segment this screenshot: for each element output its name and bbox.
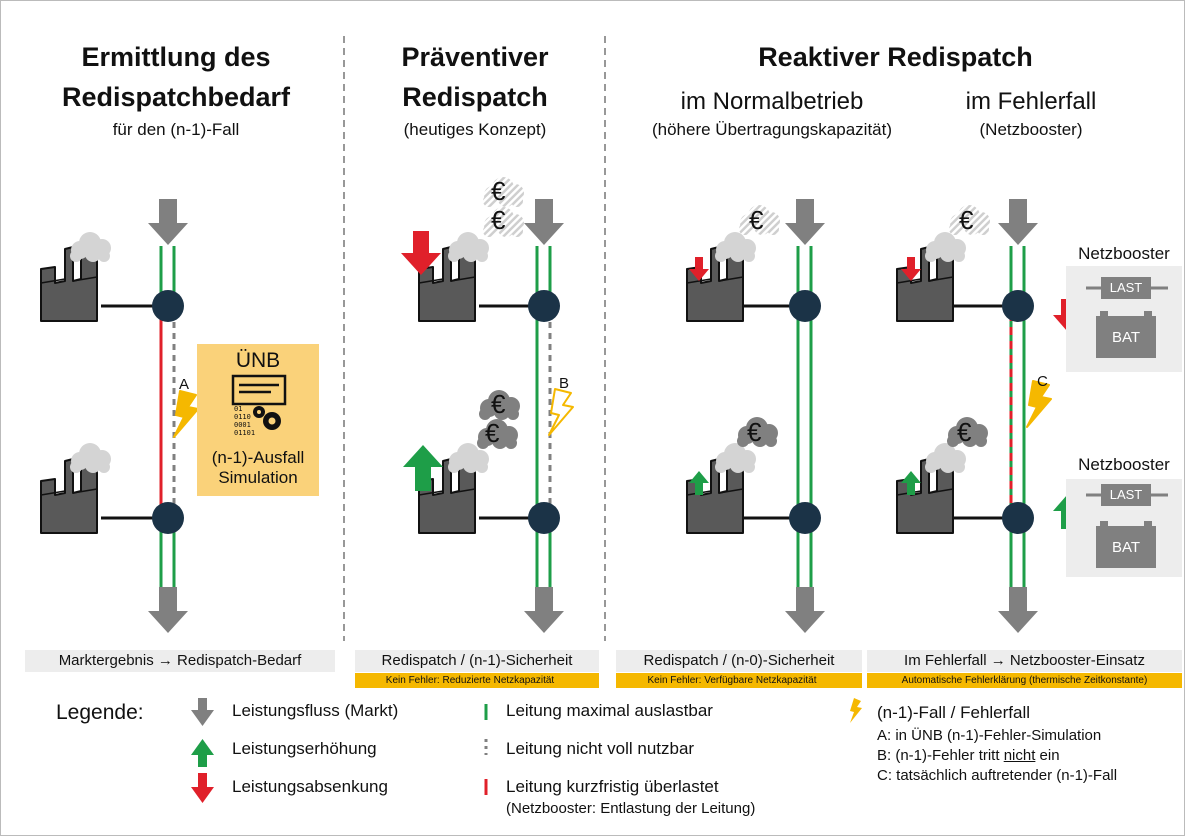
legend-increase: Leistungserhöhung	[232, 739, 377, 758]
decrease-arrow-icon	[401, 231, 441, 275]
increase-arrow-small-icon	[901, 471, 921, 495]
section3-right-diagram	[896, 199, 1182, 633]
euro-symbol: €	[491, 176, 506, 206]
smoke-cloud-icon	[925, 232, 966, 262]
section3-left-title: im Normalbetrieb	[680, 88, 864, 115]
load-symbol-icon	[1086, 484, 1168, 506]
legend-flow-arrow-icon	[191, 698, 214, 726]
euro-symbol: €	[959, 205, 974, 235]
battery-icon	[1096, 521, 1156, 568]
euro-symbol: €	[749, 205, 764, 235]
section3-left-note: Kein Fehler: Verfügbare Netzkapazität	[616, 673, 862, 688]
grid-node	[789, 290, 821, 322]
section1-title-line1: Ermittlung des	[81, 42, 271, 72]
bat-label: BAT	[1111, 329, 1141, 346]
increase-arrow-icon	[403, 445, 443, 491]
grid-node	[1002, 290, 1034, 322]
battery-icon	[1096, 311, 1156, 358]
legend-icons	[191, 698, 862, 803]
section1-subtitle: für den (n-1)-Fall	[112, 120, 240, 139]
legend-fault-title: (n-1)-Fall / Fehlerfall	[877, 703, 1031, 722]
euro-symbol: €	[747, 417, 762, 447]
load-symbol-icon	[1086, 277, 1168, 299]
binary-code-text: 01 0110 0001 01101	[234, 405, 256, 437]
flow-arrow-bottom	[524, 587, 564, 633]
euro-symbol: €	[491, 205, 506, 235]
section2-subtitle: (heutiges Konzept)	[403, 120, 547, 139]
section2-footer: Redispatch / (n-1)-Sicherheit	[355, 650, 599, 672]
legend-fault-b: B: (n-1)-Fehler tritt nicht ein	[877, 747, 1060, 764]
section3-left-footer: Redispatch / (n-0)-Sicherheit	[616, 650, 862, 672]
decrease-arrow-small-icon	[901, 257, 921, 281]
grid-node	[528, 290, 560, 322]
fault-label-b: B	[559, 375, 570, 392]
legend-line-overload: Leitung kurzfristig überlastet	[506, 777, 719, 796]
legend-line-overload-note: (Netzbooster: Entlastung der Leitung)	[506, 800, 756, 817]
section2-note: Kein Fehler: Reduzierte Netzkapazität	[355, 673, 599, 688]
section3-left-subtitle: (höhere Übertragungskapazität)	[651, 120, 893, 139]
uenb-title: ÜNB	[235, 349, 281, 372]
smoke-cloud-icon	[715, 232, 756, 262]
grid-node	[1002, 502, 1034, 534]
smoke-cloud-icon	[448, 232, 489, 262]
section1-diagram	[40, 199, 319, 633]
grid-node	[152, 502, 184, 534]
legend-increase-arrow-icon	[191, 739, 214, 767]
smoke-cloud-icon	[70, 443, 111, 473]
legend-decrease-arrow-icon	[191, 773, 214, 803]
flow-arrow-top	[524, 199, 564, 245]
flow-arrow-top	[998, 199, 1038, 245]
simulation-software-icon	[231, 374, 287, 430]
section3-title: Reaktiver Redispatch	[758, 42, 1033, 72]
legend-line-partial: Leitung nicht voll nutzbar	[506, 739, 695, 758]
legend-decrease: Leistungsabsenkung	[232, 777, 388, 796]
section3-right-footer: Im Fehlerfall → Netzbooster-Einsatz	[867, 650, 1182, 672]
increase-arrow-small-icon	[689, 471, 709, 495]
decrease-arrow-small-icon	[689, 257, 709, 281]
flow-arrow-bottom	[998, 587, 1038, 633]
grid-node	[789, 502, 821, 534]
fault-bolt-icon	[173, 390, 199, 438]
bat-label: BAT	[1111, 539, 1141, 556]
euro-symbol: €	[485, 418, 500, 448]
legend-line-max: Leitung maximal auslastbar	[506, 701, 713, 720]
uenb-label-line2: Simulation	[218, 468, 298, 487]
last-label: LAST	[1109, 280, 1143, 295]
legend-title: Legende:	[56, 701, 144, 724]
grid-node	[528, 502, 560, 534]
section1-footer: Marktergebnis → Redispatch-Bedarf	[25, 650, 335, 672]
fault-bolt-outline-icon	[548, 388, 574, 436]
euro-symbol: €	[957, 417, 972, 447]
section3-right-note: Automatische Fehlerklärung (thermische Z…	[867, 673, 1182, 688]
section3-right-subtitle: (Netzbooster)	[979, 120, 1083, 139]
section3-right-title: im Fehlerfall	[965, 88, 1097, 115]
legend-flow: Leistungsfluss (Markt)	[232, 701, 399, 720]
grid-node	[152, 290, 184, 322]
legend-fault-c: C: tatsächlich auftretender (n-1)-Fall	[877, 767, 1118, 784]
flow-arrow-top	[148, 199, 188, 245]
legend-fault-bolt-icon	[850, 698, 862, 723]
fault-label-a: A	[179, 376, 190, 393]
legend-fault-a: A: in ÜNB (n-1)-Fehler-Simulation	[877, 727, 1102, 744]
section2-diagram	[401, 177, 574, 633]
section1-title-line2: Redispatchbedarf	[61, 82, 291, 112]
section2-title-line1: Präventiver	[401, 42, 549, 72]
flow-arrow-bottom	[785, 587, 825, 633]
flow-arrow-bottom	[148, 587, 188, 633]
last-label: LAST	[1109, 487, 1143, 502]
netzbooster-label-top: Netzbooster	[1078, 244, 1170, 263]
uenb-box	[197, 344, 319, 496]
smoke-cloud-icon	[70, 232, 111, 262]
netzbooster-label-bottom: Netzbooster	[1078, 455, 1170, 474]
section2-title-line2: Redispatch	[402, 82, 548, 112]
euro-symbol: €	[491, 389, 506, 419]
section3-left-diagram	[686, 199, 825, 633]
fault-label-c: C	[1037, 373, 1048, 390]
flow-arrow-top	[785, 199, 825, 245]
uenb-label-line1: (n-1)-Ausfall	[211, 448, 305, 467]
